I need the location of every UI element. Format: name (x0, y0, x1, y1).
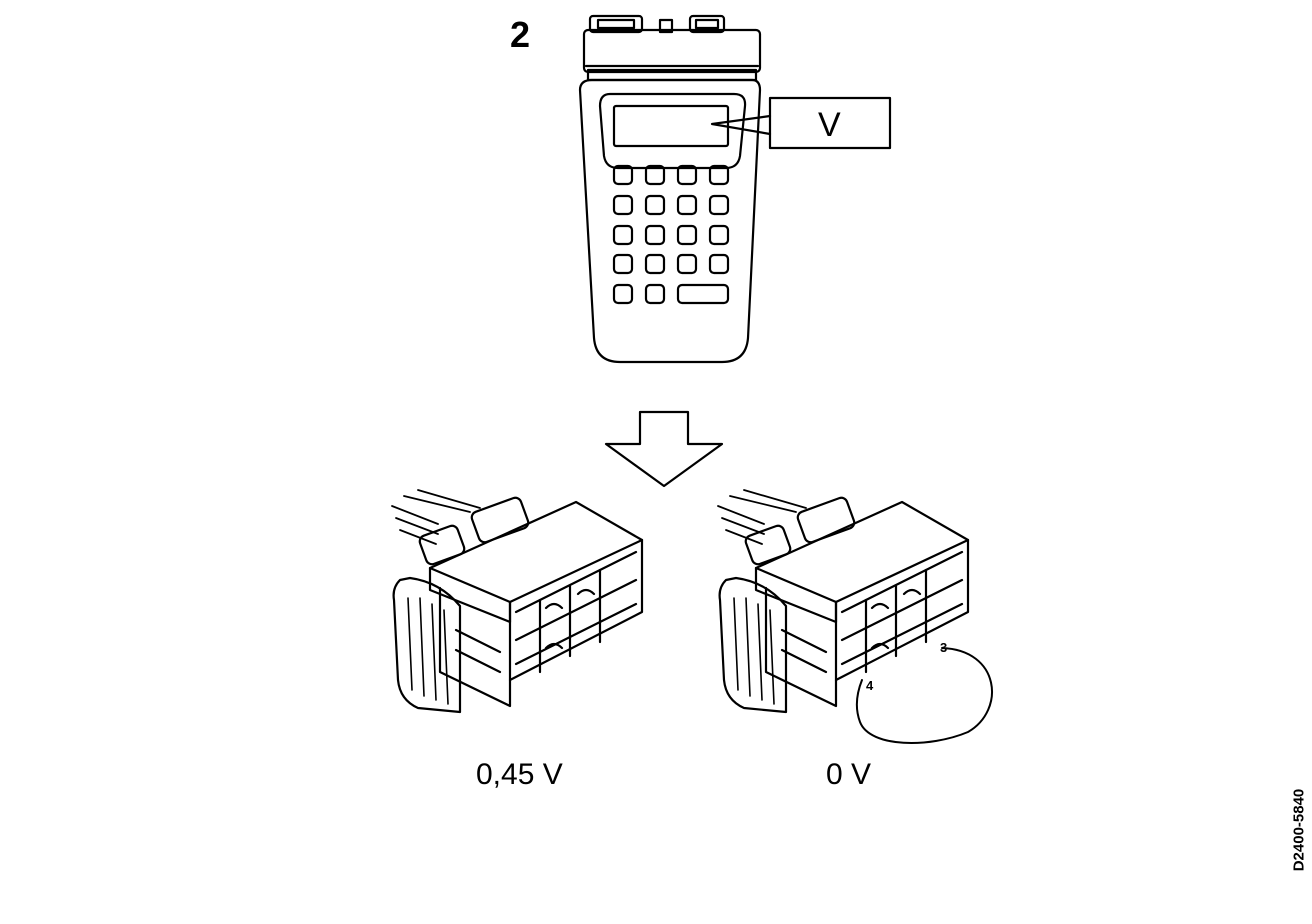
key (676, 194, 698, 216)
key (612, 253, 634, 275)
pin-label-4: 4 (866, 678, 874, 693)
key (644, 253, 666, 275)
handheld-tester (578, 14, 762, 364)
step-number: 2 (510, 14, 531, 55)
right-reading-label: 0 V (826, 758, 872, 791)
down-arrow (604, 410, 724, 488)
housing-top (428, 500, 644, 604)
display-unit-label: V (818, 106, 841, 144)
wires (391, 489, 481, 545)
key (676, 253, 698, 275)
reference-code: D2400-5840 (1284, 775, 1312, 885)
callout-pointer (710, 114, 772, 136)
key (708, 224, 730, 246)
key (676, 224, 698, 246)
key (612, 283, 634, 305)
pin-label-3: 3 (940, 640, 948, 655)
tester-body (578, 78, 762, 364)
tester-display-frame (598, 92, 747, 170)
key (708, 194, 730, 216)
key (612, 194, 634, 216)
locking-grip (392, 576, 462, 714)
key (644, 283, 666, 305)
key (644, 224, 666, 246)
key (612, 224, 634, 246)
connector-right (717, 489, 993, 744)
wire-seal (744, 524, 792, 566)
reference-code-text: D2400-5840 (1290, 788, 1308, 872)
wire-seal (418, 524, 466, 566)
display-callout (710, 96, 892, 150)
locking-grip (718, 576, 788, 714)
key (676, 164, 698, 186)
callout-box (768, 96, 892, 150)
key (708, 253, 730, 275)
tester-connector-head (582, 14, 762, 82)
left-reading-label: 0,45 V (476, 758, 563, 791)
key-wide (676, 283, 730, 305)
tester-display-screen (612, 104, 730, 148)
key (708, 164, 730, 186)
wires (717, 489, 807, 545)
key (644, 194, 666, 216)
connector-left (391, 489, 644, 714)
housing-top (754, 500, 970, 604)
jumper-wire (855, 647, 993, 744)
tester-keypad (612, 164, 730, 305)
key (644, 164, 666, 186)
key (612, 164, 634, 186)
